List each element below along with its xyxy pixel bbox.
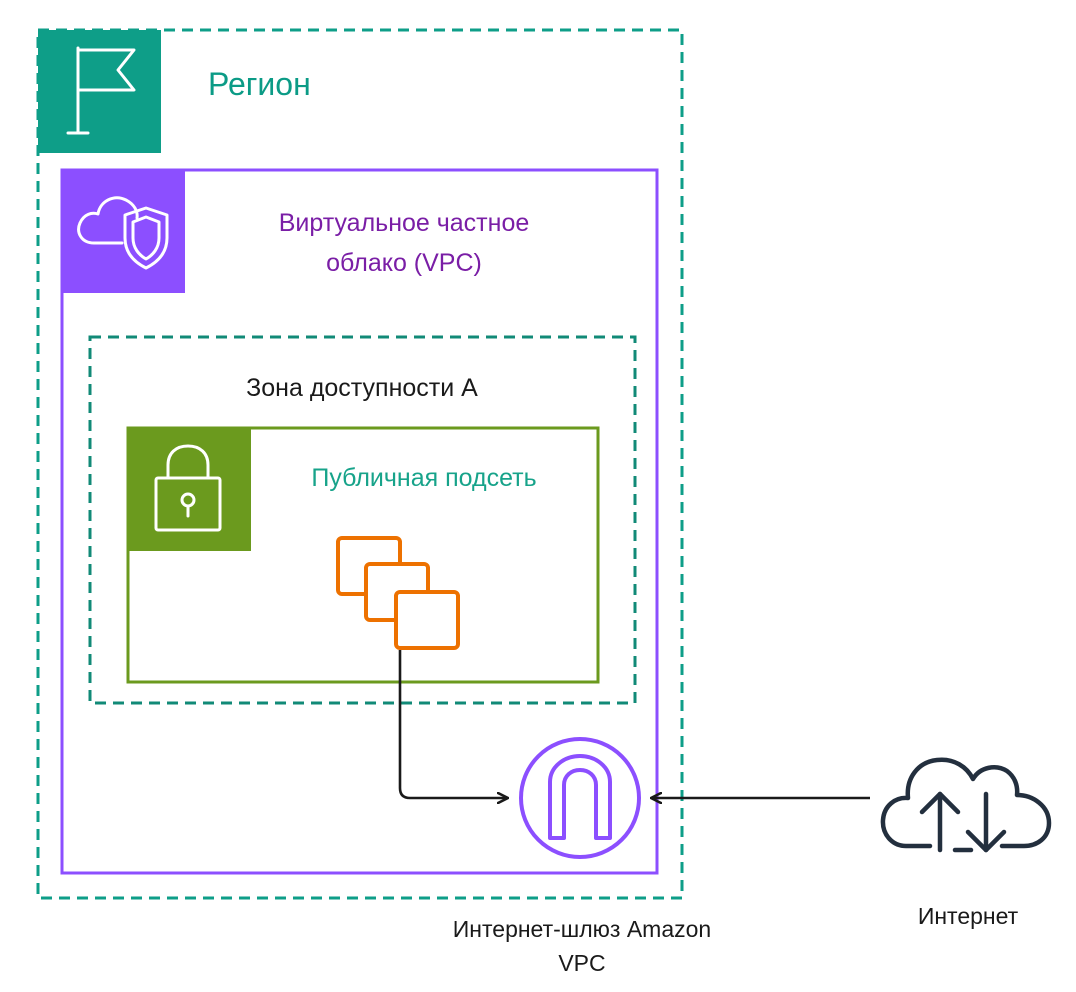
- padlock-icon: [154, 444, 222, 532]
- vpc-label: Виртуальное частное облако (VPC): [278, 209, 530, 277]
- public-subnet-label: Публичная подсеть: [311, 464, 537, 492]
- internet-gateway-label: Интернет-шлюз Amazon VPC: [452, 916, 712, 976]
- cloud-shield-icon: [77, 196, 169, 270]
- instances-to-gateway-connector: [398, 650, 507, 798]
- availability-zone-label: Зона доступности A: [246, 374, 478, 402]
- stacked-instances-icon: [336, 536, 460, 650]
- internet-label: Интернет: [917, 903, 1019, 929]
- cloud-upload-download-icon: [880, 757, 1052, 853]
- availability-zone-border: [88, 335, 637, 705]
- flag-icon: [66, 46, 136, 135]
- public-subnet-border: [126, 426, 600, 684]
- internet-gateway-icon: [519, 737, 641, 859]
- region-label: Регион: [208, 66, 311, 102]
- vpc-group-border: [60, 168, 659, 875]
